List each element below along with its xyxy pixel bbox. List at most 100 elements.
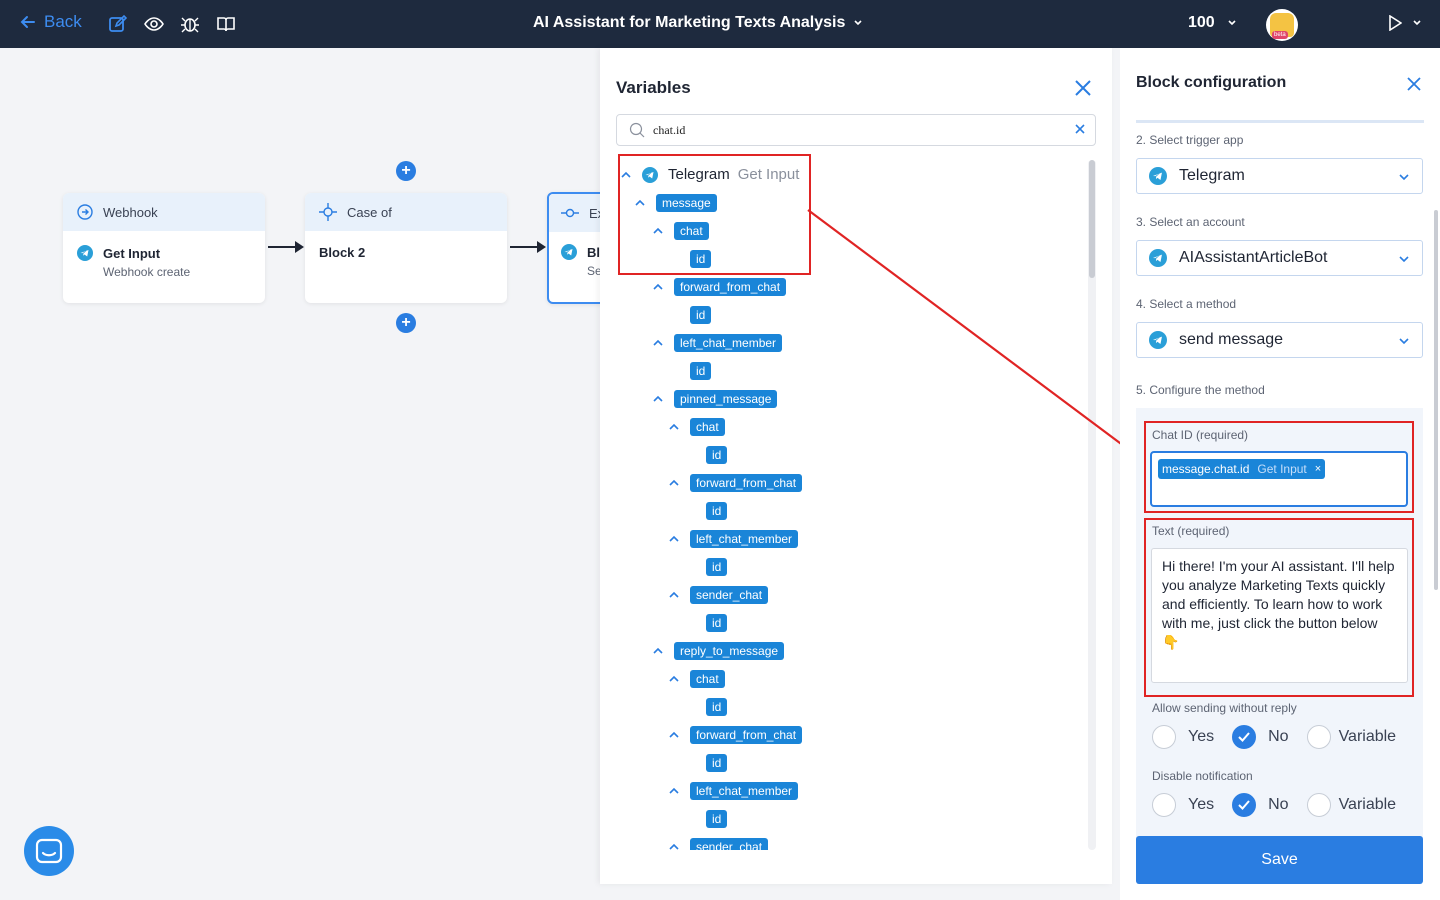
tree-item[interactable]: left_chat_member [668, 782, 799, 800]
variable-tag[interactable]: chat [690, 670, 725, 688]
caret-up-icon[interactable] [668, 477, 680, 489]
variables-search-input[interactable] [653, 122, 1053, 138]
tree-item[interactable]: message [634, 194, 717, 212]
close-config-button[interactable] [1406, 76, 1422, 97]
close-variables-button[interactable] [1073, 78, 1093, 103]
variable-tag[interactable]: left_chat_member [674, 334, 783, 352]
variable-tag[interactable]: id [706, 558, 728, 576]
caret-up-icon[interactable] [668, 729, 680, 741]
variable-tag[interactable]: id [706, 754, 728, 772]
variable-tag[interactable]: chat [674, 222, 709, 240]
tree-item[interactable]: forward_from_chat [668, 726, 803, 744]
caret-up-icon[interactable] [668, 533, 680, 545]
allow-no-radio[interactable] [1232, 725, 1257, 749]
tree-root[interactable]: Telegram Get Input [620, 166, 799, 183]
node-selected[interactable]: Ex Bl Se [547, 192, 600, 304]
allow-yes-radio[interactable] [1152, 725, 1176, 749]
caret-up-icon[interactable] [668, 785, 680, 797]
caret-up-icon[interactable] [652, 281, 664, 293]
text-input[interactable]: Hi there! I'm your AI assistant. I'll he… [1151, 548, 1408, 683]
caret-up-icon[interactable] [634, 197, 646, 209]
tree-item[interactable]: id [690, 250, 712, 268]
caret-up-icon[interactable] [652, 225, 664, 237]
tree-item[interactable]: left_chat_member [668, 530, 799, 548]
caret-up-icon[interactable] [652, 393, 664, 405]
disable-no-radio[interactable] [1232, 793, 1257, 817]
config-scrollbar[interactable] [1434, 210, 1438, 590]
caret-up-icon[interactable] [620, 169, 632, 181]
remove-tag-icon[interactable]: × [1314, 463, 1322, 475]
node-case-of[interactable]: Case of Block 2 [305, 193, 507, 303]
tree-item[interactable]: reply_to_message [652, 642, 785, 660]
tree-item[interactable]: chat [668, 418, 725, 436]
tree-item[interactable]: chat [668, 670, 725, 688]
tree-item[interactable]: id [706, 810, 728, 828]
scrollbar-thumb[interactable] [1089, 160, 1095, 278]
variable-tag[interactable]: forward_from_chat [690, 726, 803, 744]
workflow-canvas[interactable]: Webhook Get Input Webhook create + Case … [0, 48, 600, 900]
tree-item[interactable]: id [706, 446, 728, 464]
caret-up-icon[interactable] [668, 673, 680, 685]
variable-tag[interactable]: id [706, 502, 728, 520]
tree-item[interactable]: left_chat_member [652, 334, 783, 352]
variable-tag[interactable]: sender_chat [690, 838, 769, 850]
caret-up-icon[interactable] [652, 645, 664, 657]
chat-id-variable-tag[interactable]: message.chat.id Get Input × [1158, 459, 1326, 479]
tree-item[interactable]: id [706, 614, 728, 632]
tree-item[interactable]: pinned_message [652, 390, 778, 408]
variable-tag[interactable]: chat [690, 418, 725, 436]
tree-item[interactable]: id [706, 754, 728, 772]
tree-item[interactable]: sender_chat [668, 838, 769, 850]
variable-tag[interactable]: id [690, 306, 712, 324]
variable-tag[interactable]: forward_from_chat [690, 474, 803, 492]
tree-item[interactable]: id [706, 558, 728, 576]
save-button[interactable]: Save [1136, 836, 1423, 884]
variable-tag[interactable]: id [706, 614, 728, 632]
variable-tag[interactable]: left_chat_member [690, 530, 799, 548]
allow-variable-radio[interactable] [1306, 725, 1331, 749]
variable-tag[interactable]: id [706, 810, 728, 828]
trigger-app-select[interactable]: Telegram [1136, 158, 1423, 194]
variable-tag[interactable]: pinned_message [674, 390, 778, 408]
tree-item[interactable]: forward_from_chat [652, 278, 787, 296]
clear-search-button[interactable] [1073, 122, 1087, 141]
eye-icon[interactable] [143, 13, 165, 35]
caret-up-icon[interactable] [668, 589, 680, 601]
add-block-button[interactable]: + [396, 313, 416, 333]
tree-item[interactable]: id [690, 306, 712, 324]
tree-item[interactable]: id [706, 698, 728, 716]
tree-item[interactable]: chat [652, 222, 709, 240]
variable-tag[interactable]: id [690, 362, 712, 380]
caret-up-icon[interactable] [668, 421, 680, 433]
variable-tag[interactable]: id [690, 250, 712, 268]
back-button[interactable]: Back [20, 12, 82, 32]
node-webhook[interactable]: Webhook Get Input Webhook create [63, 193, 265, 303]
bug-icon[interactable] [179, 13, 201, 35]
book-icon[interactable] [215, 13, 237, 35]
edit-icon[interactable] [107, 13, 129, 35]
variable-tag[interactable]: id [706, 698, 728, 716]
chat-id-input[interactable]: message.chat.id Get Input × [1150, 451, 1408, 507]
tree-item[interactable]: id [706, 502, 728, 520]
account-select[interactable]: AIAssistantArticleBot [1136, 240, 1423, 276]
variables-scrollbar[interactable] [1088, 160, 1096, 850]
caret-up-icon[interactable] [668, 841, 680, 850]
method-select[interactable]: send message [1136, 322, 1423, 358]
tree-item[interactable]: id [690, 362, 712, 380]
variable-tag[interactable]: id [706, 446, 728, 464]
variable-tag[interactable]: reply_to_message [674, 642, 785, 660]
disable-yes-radio[interactable] [1152, 793, 1176, 817]
variable-tag[interactable]: left_chat_member [690, 782, 799, 800]
variable-tag[interactable]: sender_chat [690, 586, 769, 604]
avatar[interactable]: beta [1266, 9, 1298, 41]
variable-tag[interactable]: message [656, 194, 717, 212]
support-chat-button[interactable] [24, 826, 74, 876]
disable-variable-radio[interactable] [1306, 793, 1331, 817]
add-block-button[interactable]: + [396, 161, 416, 181]
variable-tag[interactable]: forward_from_chat [674, 278, 787, 296]
scenario-title[interactable]: AI Assistant for Marketing Texts Analysi… [533, 14, 863, 32]
run-button[interactable] [1388, 15, 1422, 31]
zoom-select[interactable]: 100 [1188, 14, 1237, 32]
tree-item[interactable]: sender_chat [668, 586, 769, 604]
caret-up-icon[interactable] [652, 337, 664, 349]
